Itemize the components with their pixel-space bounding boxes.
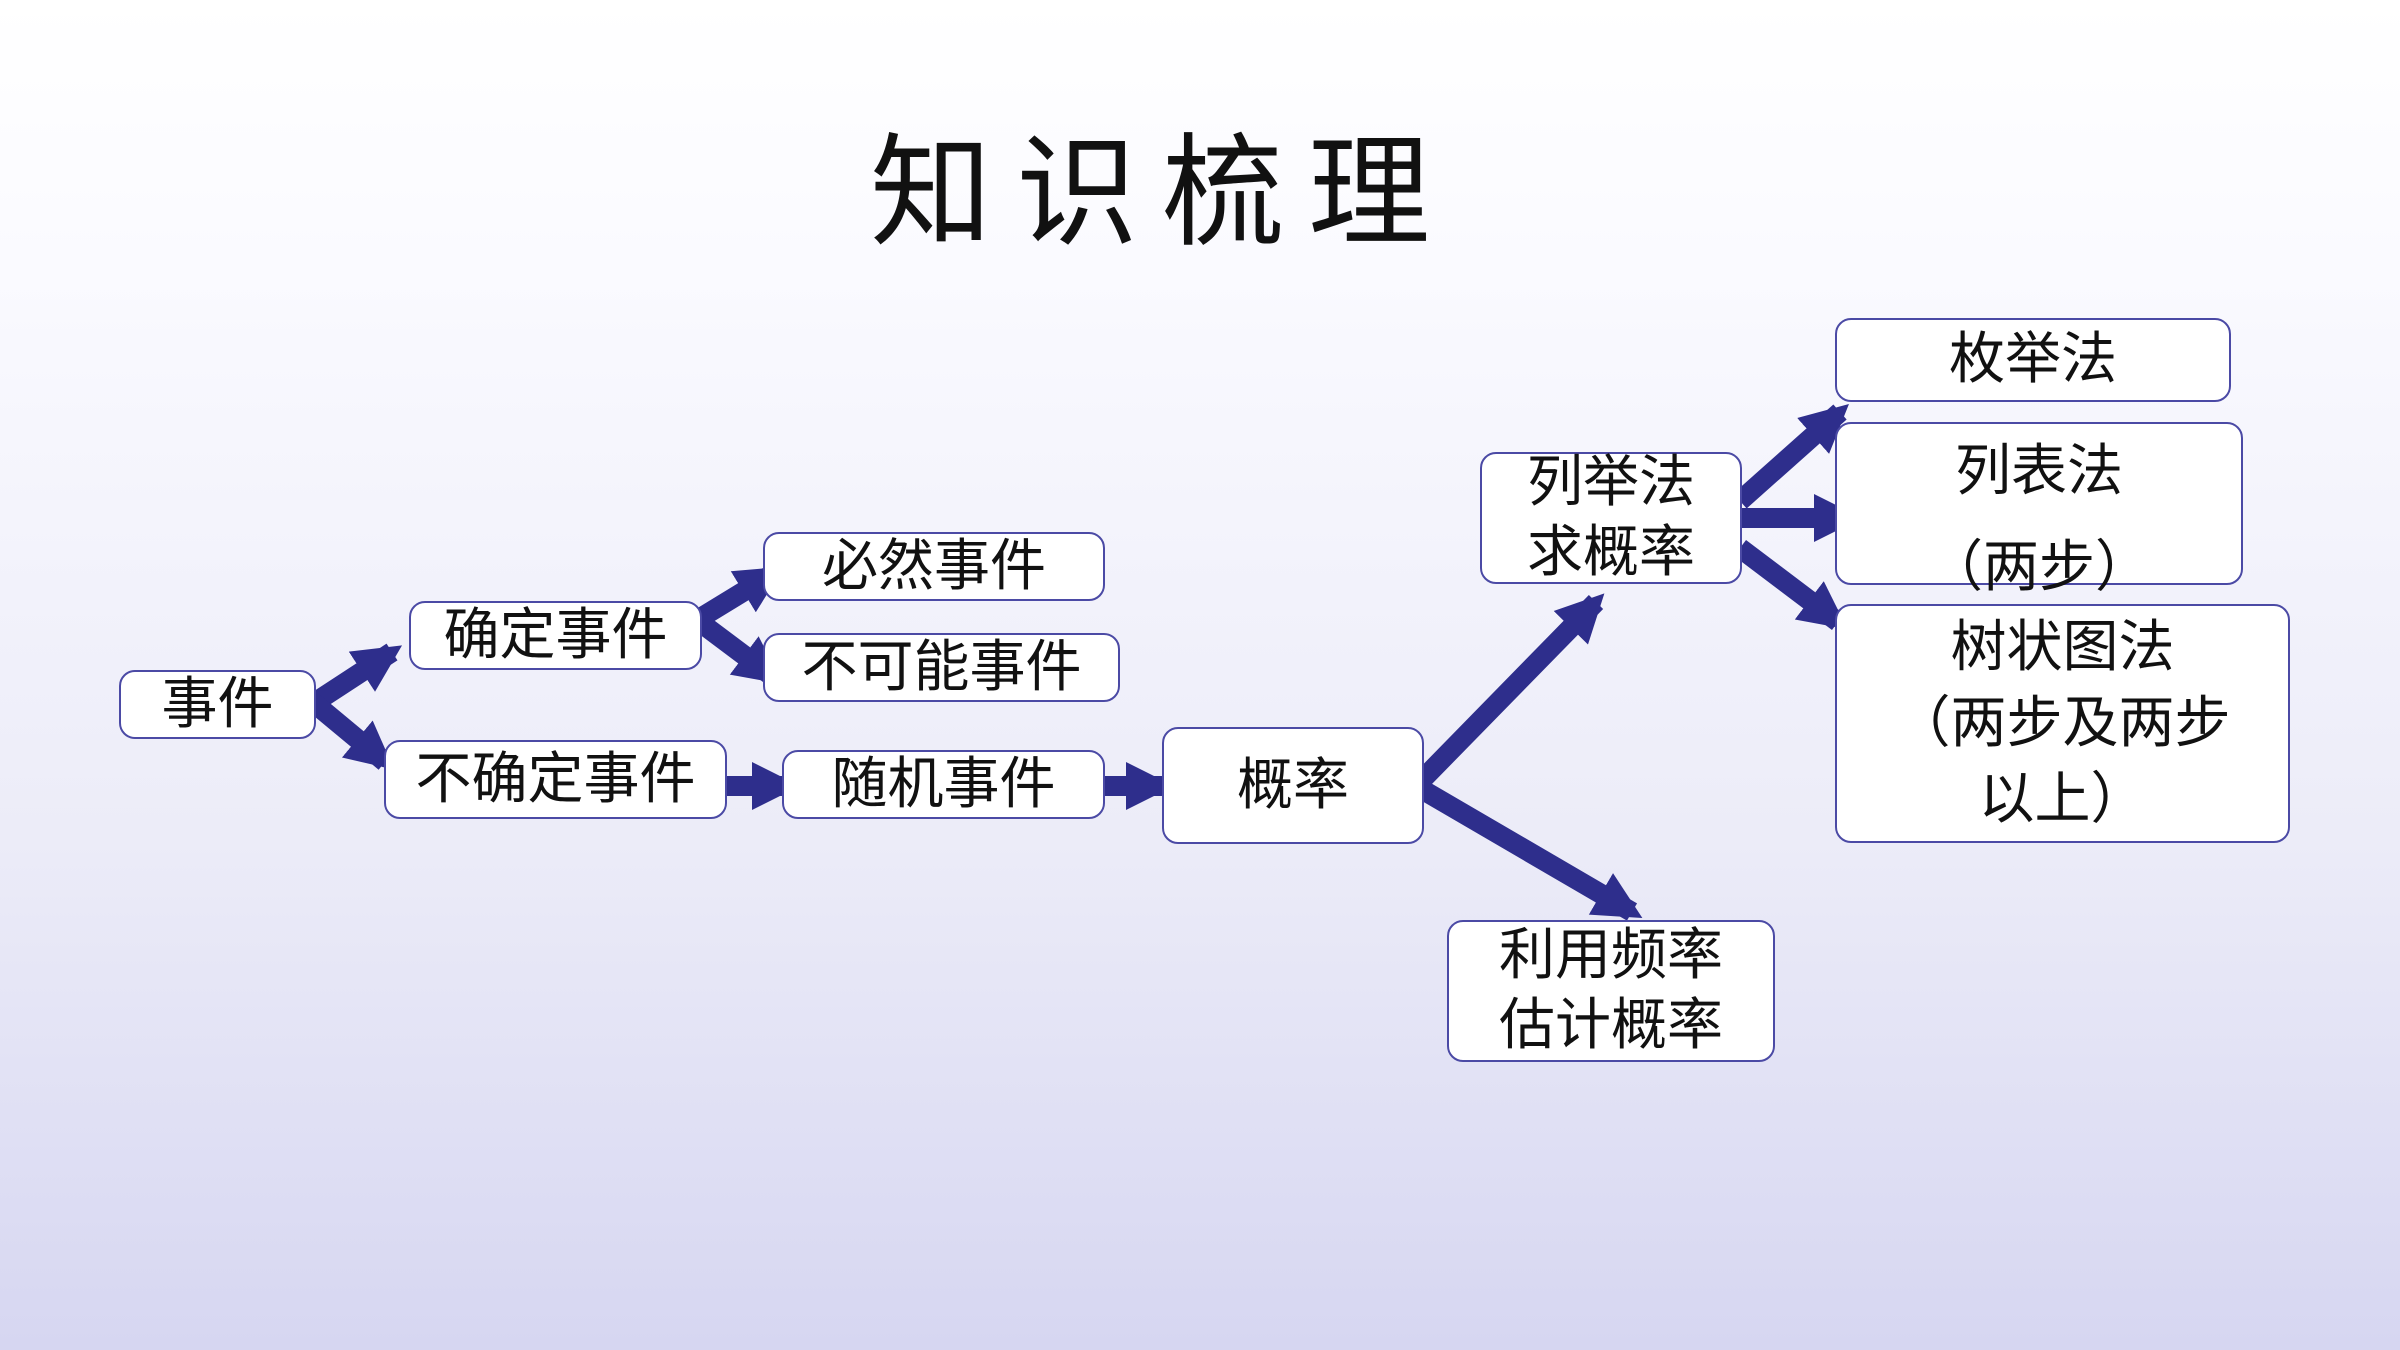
node-inevitable-event-label: 必然事件 — [822, 533, 1046, 599]
node-table-method-line2: （两步） — [1927, 535, 2151, 600]
node-list-method-line2: 求概率 — [1527, 520, 1695, 585]
node-list-method: 列举法 求概率 — [1480, 450, 1742, 585]
arrow-certain-to-impossible — [691, 612, 783, 685]
node-frequency: 利用频率 估计概率 — [1447, 920, 1775, 1062]
node-random-event: 随机事件 — [782, 750, 1105, 819]
arrow-list-method-to-tree — [1733, 540, 1848, 630]
node-uncertain-event: 不确定事件 — [384, 740, 727, 819]
node-probability: 概率 — [1162, 727, 1424, 844]
node-frequency-line1: 利用频率 — [1499, 923, 1723, 988]
node-inevitable-event: 必然事件 — [763, 532, 1105, 601]
arrow-event-to-uncertain — [307, 695, 395, 770]
node-event-label: 事件 — [161, 671, 274, 737]
node-frequency-line2: 估计概率 — [1499, 993, 1723, 1058]
node-table-method-line1: 列表法 — [1955, 439, 2123, 504]
page-title: 知识梳理 — [870, 122, 1454, 264]
node-impossible-event-label: 不可能事件 — [801, 634, 1082, 700]
arrow-probability-to-frequency — [1410, 777, 1643, 921]
arrow-certain-to-inevitable — [691, 564, 785, 629]
node-list-method-line1: 列举法 — [1527, 450, 1695, 515]
node-event: 事件 — [119, 670, 316, 739]
node-probability-label: 概率 — [1237, 752, 1349, 818]
node-uncertain-event-label: 不确定事件 — [415, 746, 696, 812]
arrow-probability-to-list-method — [1408, 593, 1605, 793]
node-tree-method-line1: 树状图法 — [1950, 614, 2175, 680]
node-table-method: 列表法 （两步） — [1835, 422, 2243, 600]
node-tree-method-line3: 以上） — [1978, 766, 2147, 832]
node-impossible-event: 不可能事件 — [763, 633, 1120, 702]
arrow-list-method-to-enumeration — [1733, 404, 1849, 509]
node-enumeration-label: 枚举法 — [1949, 327, 2117, 392]
node-certain-event: 确定事件 — [409, 601, 702, 670]
node-certain-event-label: 确定事件 — [443, 602, 668, 668]
node-tree-method-line2: （两步及两步 — [1894, 690, 2231, 756]
node-tree-method: 树状图法 （两步及两步 以上） — [1835, 604, 2290, 843]
node-random-event-label: 随机事件 — [831, 751, 1056, 817]
arrow-event-to-certain — [308, 643, 403, 712]
node-enumeration: 枚举法 — [1835, 318, 2231, 402]
